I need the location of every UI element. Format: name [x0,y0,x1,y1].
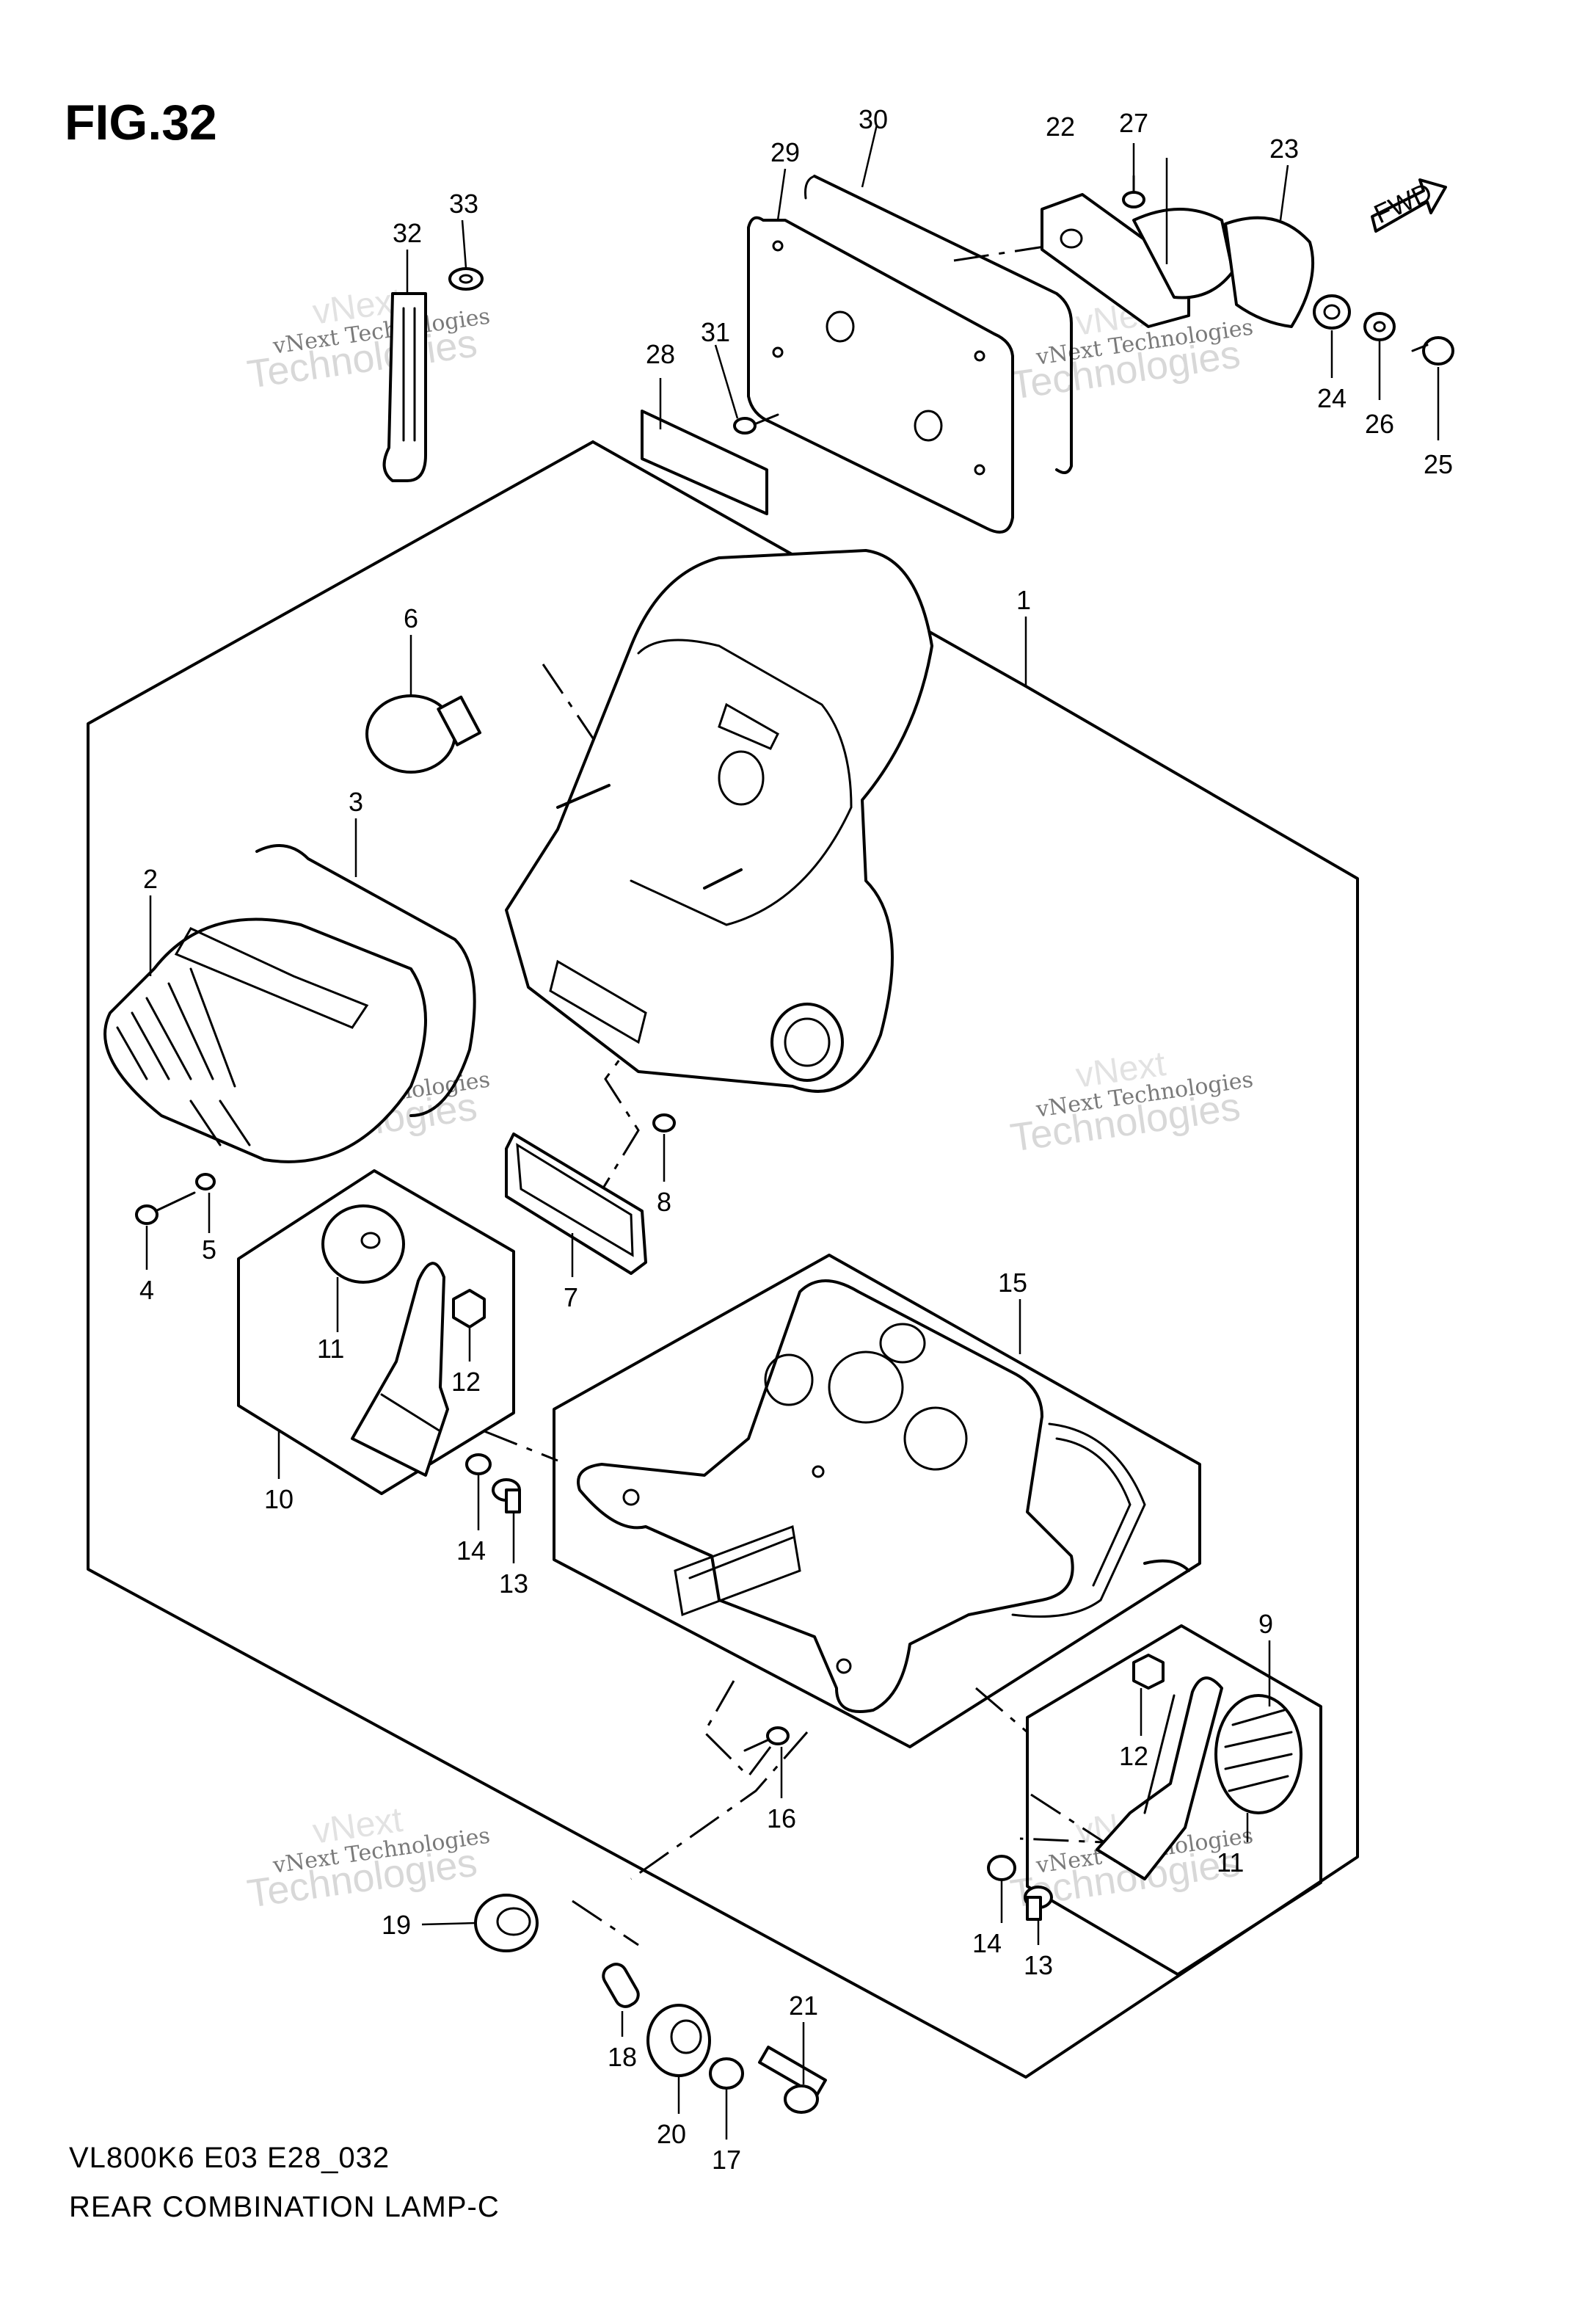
part-11-plate [321,1204,405,1284]
callout-11-right: 11 [1217,1847,1244,1877]
part-5-washer [195,1173,216,1190]
callout-12-right: 12 [1119,1741,1148,1771]
part-11-lens-right [1214,1694,1302,1814]
part-32-bracket [382,292,427,482]
part-26-washer [1363,312,1396,341]
callout-3: 3 [349,787,363,817]
part-4-screw [135,1191,196,1225]
callout-13-right: 13 [1024,1950,1053,1980]
callout-26: 26 [1365,409,1394,439]
callout-30: 30 [859,104,888,134]
callout-8: 8 [657,1187,671,1217]
callout-6: 6 [404,603,418,633]
bracket-group-outline [237,1169,515,1495]
part-29-plate-bracket [747,216,1014,534]
fwd-label: FWD [1369,176,1437,229]
part-28-strip [641,410,768,515]
callout-12: 12 [451,1367,481,1397]
callout-17: 17 [712,2145,741,2175]
part-31-screw [733,413,779,435]
plate-group-outline [553,1254,1201,1748]
part-16-screw [743,1726,790,1752]
part-22-lamp-housing [1041,193,1234,328]
part-19-grommet [474,1894,539,1952]
part-27-screw [1122,175,1145,208]
callout-9: 9 [1258,1609,1273,1639]
part-10-bracket [351,1262,449,1477]
part-24-grommet [1313,294,1351,330]
assembly-line [1019,1793,1109,1844]
assembly-line [953,244,1050,262]
callout-14-right: 14 [972,1928,1002,1958]
part-9-bracket [1096,1676,1223,1880]
callout-16: 16 [767,1803,796,1833]
part-13-bolt [492,1478,521,1513]
part-30-frame [813,175,1073,474]
assembly-line [975,1687,1028,1734]
callout-15: 15 [998,1268,1027,1298]
callout-21: 21 [789,1991,818,2021]
callout-19: 19 [382,1910,411,1940]
callout-2: 2 [143,864,158,894]
callout-31: 31 [701,317,730,347]
part-15-plate [577,1279,1190,1713]
part-33-washer [448,267,484,291]
callout-32: 32 [393,218,422,248]
part-14-washer [465,1453,492,1475]
callout-labels: 1 2 3 4 5 6 7 8 9 10 11 11 12 12 13 13 1… [139,104,1453,2175]
part-30-frame-end [804,175,816,200]
callout-33: 33 [449,189,478,219]
callout-28: 28 [646,339,675,369]
figure-title: FIG.32 [65,95,217,150]
part-2-lens [103,917,427,1163]
callout-27: 27 [1119,108,1148,138]
assembly-line [484,1430,558,1462]
fwd-arrow-icon: FWD [1369,176,1447,233]
assembly-line [703,1680,772,1778]
assembly-line [572,1900,639,1946]
part-6-bulb [365,694,482,774]
part-25-screw [1411,336,1454,366]
part-13-bolt-right [1024,1886,1053,1921]
part-1-lamp-body [505,549,933,1093]
part-7-reflector [505,1133,647,1275]
assembly-line [630,1731,809,1880]
callout-18: 18 [608,2042,637,2072]
callout-20: 20 [657,2119,686,2149]
bracket-group-outline-right [1026,1624,1322,1976]
part-20-grommet [646,2004,711,2077]
part-17-washer [709,2057,744,2090]
callout-25: 25 [1424,449,1453,479]
model-code: VL800K6 E03 E28_032 [69,2142,390,2174]
callout-14: 14 [456,1535,486,1566]
part-23-lens [1224,216,1315,328]
part-8-washer [652,1113,676,1133]
callout-11: 11 [317,1334,344,1364]
part-21-bolt [758,2046,827,2114]
callout-1: 1 [1016,585,1031,615]
diagram-caption: REAR COMBINATION LAMP-C [69,2191,500,2223]
part-12-nut [452,1289,486,1328]
callout-24: 24 [1317,383,1347,413]
part-14-washer-right [987,1855,1016,1881]
callout-10: 10 [264,1484,294,1514]
part-3-gasket [255,844,476,1117]
callout-13: 13 [499,1568,528,1599]
callout-22: 22 [1046,112,1075,142]
part-18-collar [602,1963,640,2008]
callout-5: 5 [202,1235,216,1265]
part-12-nut-right [1132,1654,1165,1690]
leader-lines [145,124,1440,2140]
callout-7: 7 [564,1282,578,1312]
callout-4: 4 [139,1275,154,1305]
callout-23: 23 [1269,134,1299,164]
callout-29: 29 [770,137,800,167]
